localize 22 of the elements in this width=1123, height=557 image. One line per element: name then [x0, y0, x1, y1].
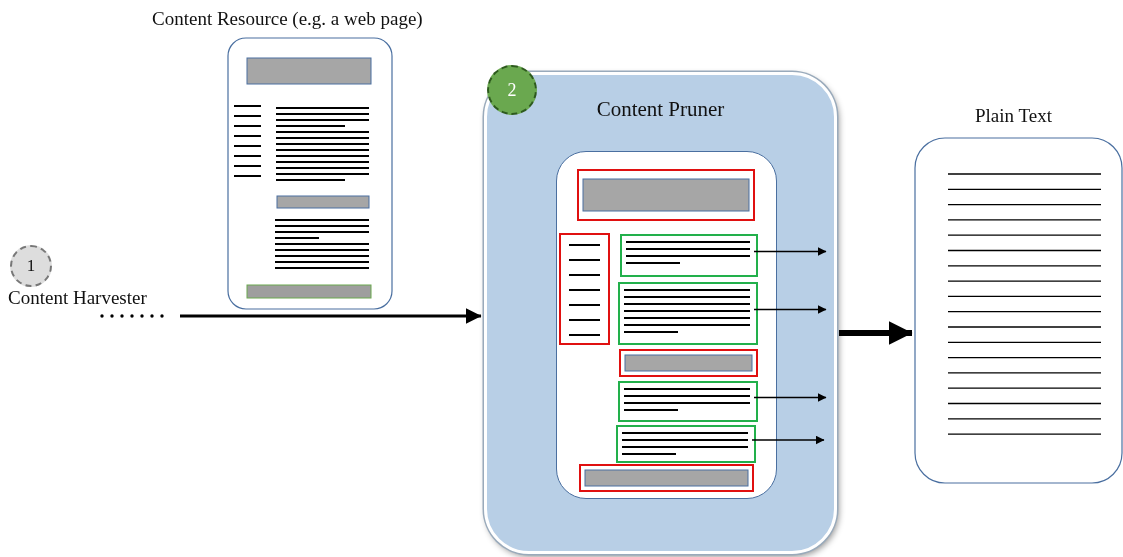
banner-block — [619, 349, 758, 377]
text-block — [616, 425, 756, 463]
arrow — [180, 308, 482, 324]
arrow — [751, 435, 825, 445]
panel-title: Content Pruner — [595, 97, 726, 122]
step-circle: 2 — [487, 65, 537, 115]
banner-block — [577, 169, 755, 221]
arrow — [753, 247, 827, 256]
banner-block — [579, 464, 754, 492]
text-block — [618, 282, 758, 345]
node-caption: Content Harvester — [8, 287, 147, 309]
text-block — [620, 234, 758, 277]
arrow — [753, 393, 827, 402]
arrow — [753, 305, 827, 314]
text-block — [618, 381, 758, 422]
node-heading: Plain Text — [975, 105, 1052, 127]
page-card — [556, 151, 777, 499]
step-circle: 1 — [10, 245, 52, 287]
arrow — [839, 321, 913, 345]
menu-block — [559, 233, 610, 345]
node-heading: Content Resource (e.g. a web page) — [152, 8, 423, 30]
pruner-panel — [484, 72, 837, 554]
